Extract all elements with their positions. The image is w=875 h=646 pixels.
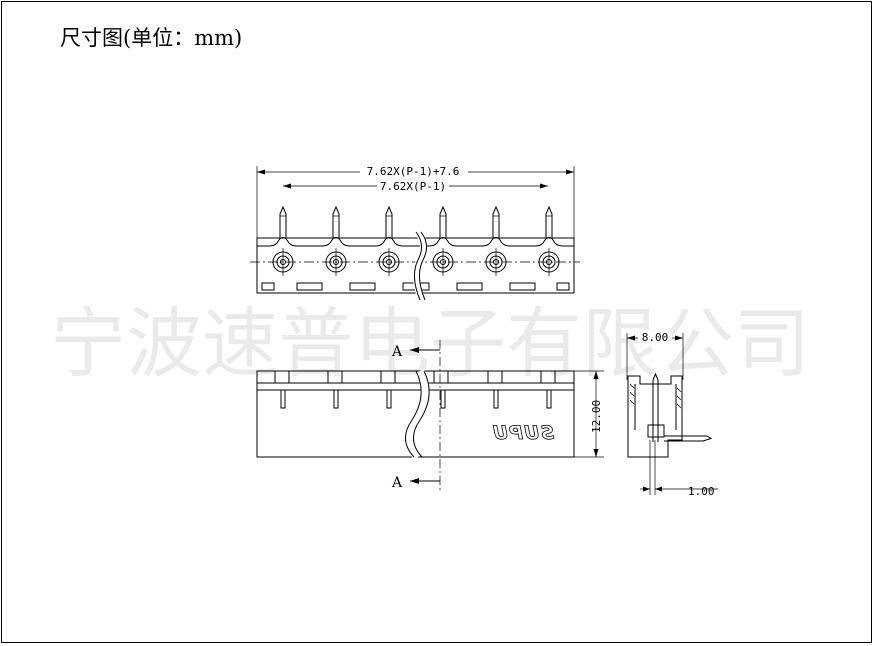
slot (440, 390, 446, 409)
pad (261, 282, 275, 291)
top-view: 7.62X(P-1)+7.6 7.62X(P-1) (250, 164, 580, 302)
drawing-title: 尺寸图(单位：mm) (60, 26, 243, 50)
notch (327, 370, 343, 384)
notch (274, 370, 290, 384)
front-slots (280, 390, 552, 409)
slot (386, 390, 392, 409)
front-view: A A SUPU 12.00 (256, 340, 604, 491)
slot (493, 390, 499, 409)
brand-logo: SUPU (492, 422, 554, 444)
depth-dimension: 8.00 (642, 331, 669, 344)
section-label-top: A (391, 344, 403, 360)
pad (556, 282, 570, 291)
notch (433, 370, 449, 384)
side-view: 8.00 1.00 (626, 330, 718, 498)
pin (279, 205, 287, 238)
section-label-bottom: A (391, 475, 403, 491)
height-dimension: 12.00 (590, 400, 603, 433)
notch (380, 370, 396, 384)
pin (545, 205, 553, 238)
notch (540, 370, 556, 384)
pin (332, 205, 340, 238)
pin (492, 205, 500, 238)
pins (279, 205, 553, 238)
overall-length-dimension: 7.62X(P-1)+7.6 (367, 165, 460, 178)
pitch-span-dimension: 7.62X(P-1) (380, 180, 446, 193)
pad (296, 282, 323, 291)
slot (280, 390, 286, 409)
pin-offset-dimension: 1.00 (688, 485, 715, 498)
pad (509, 282, 536, 291)
slot (333, 390, 339, 409)
pad (456, 282, 483, 291)
top-notches (274, 370, 556, 384)
pin (385, 205, 393, 238)
slot (546, 390, 552, 409)
notch (487, 370, 503, 384)
bottom-pads (261, 282, 570, 291)
pin (439, 205, 447, 238)
pad (349, 282, 376, 291)
